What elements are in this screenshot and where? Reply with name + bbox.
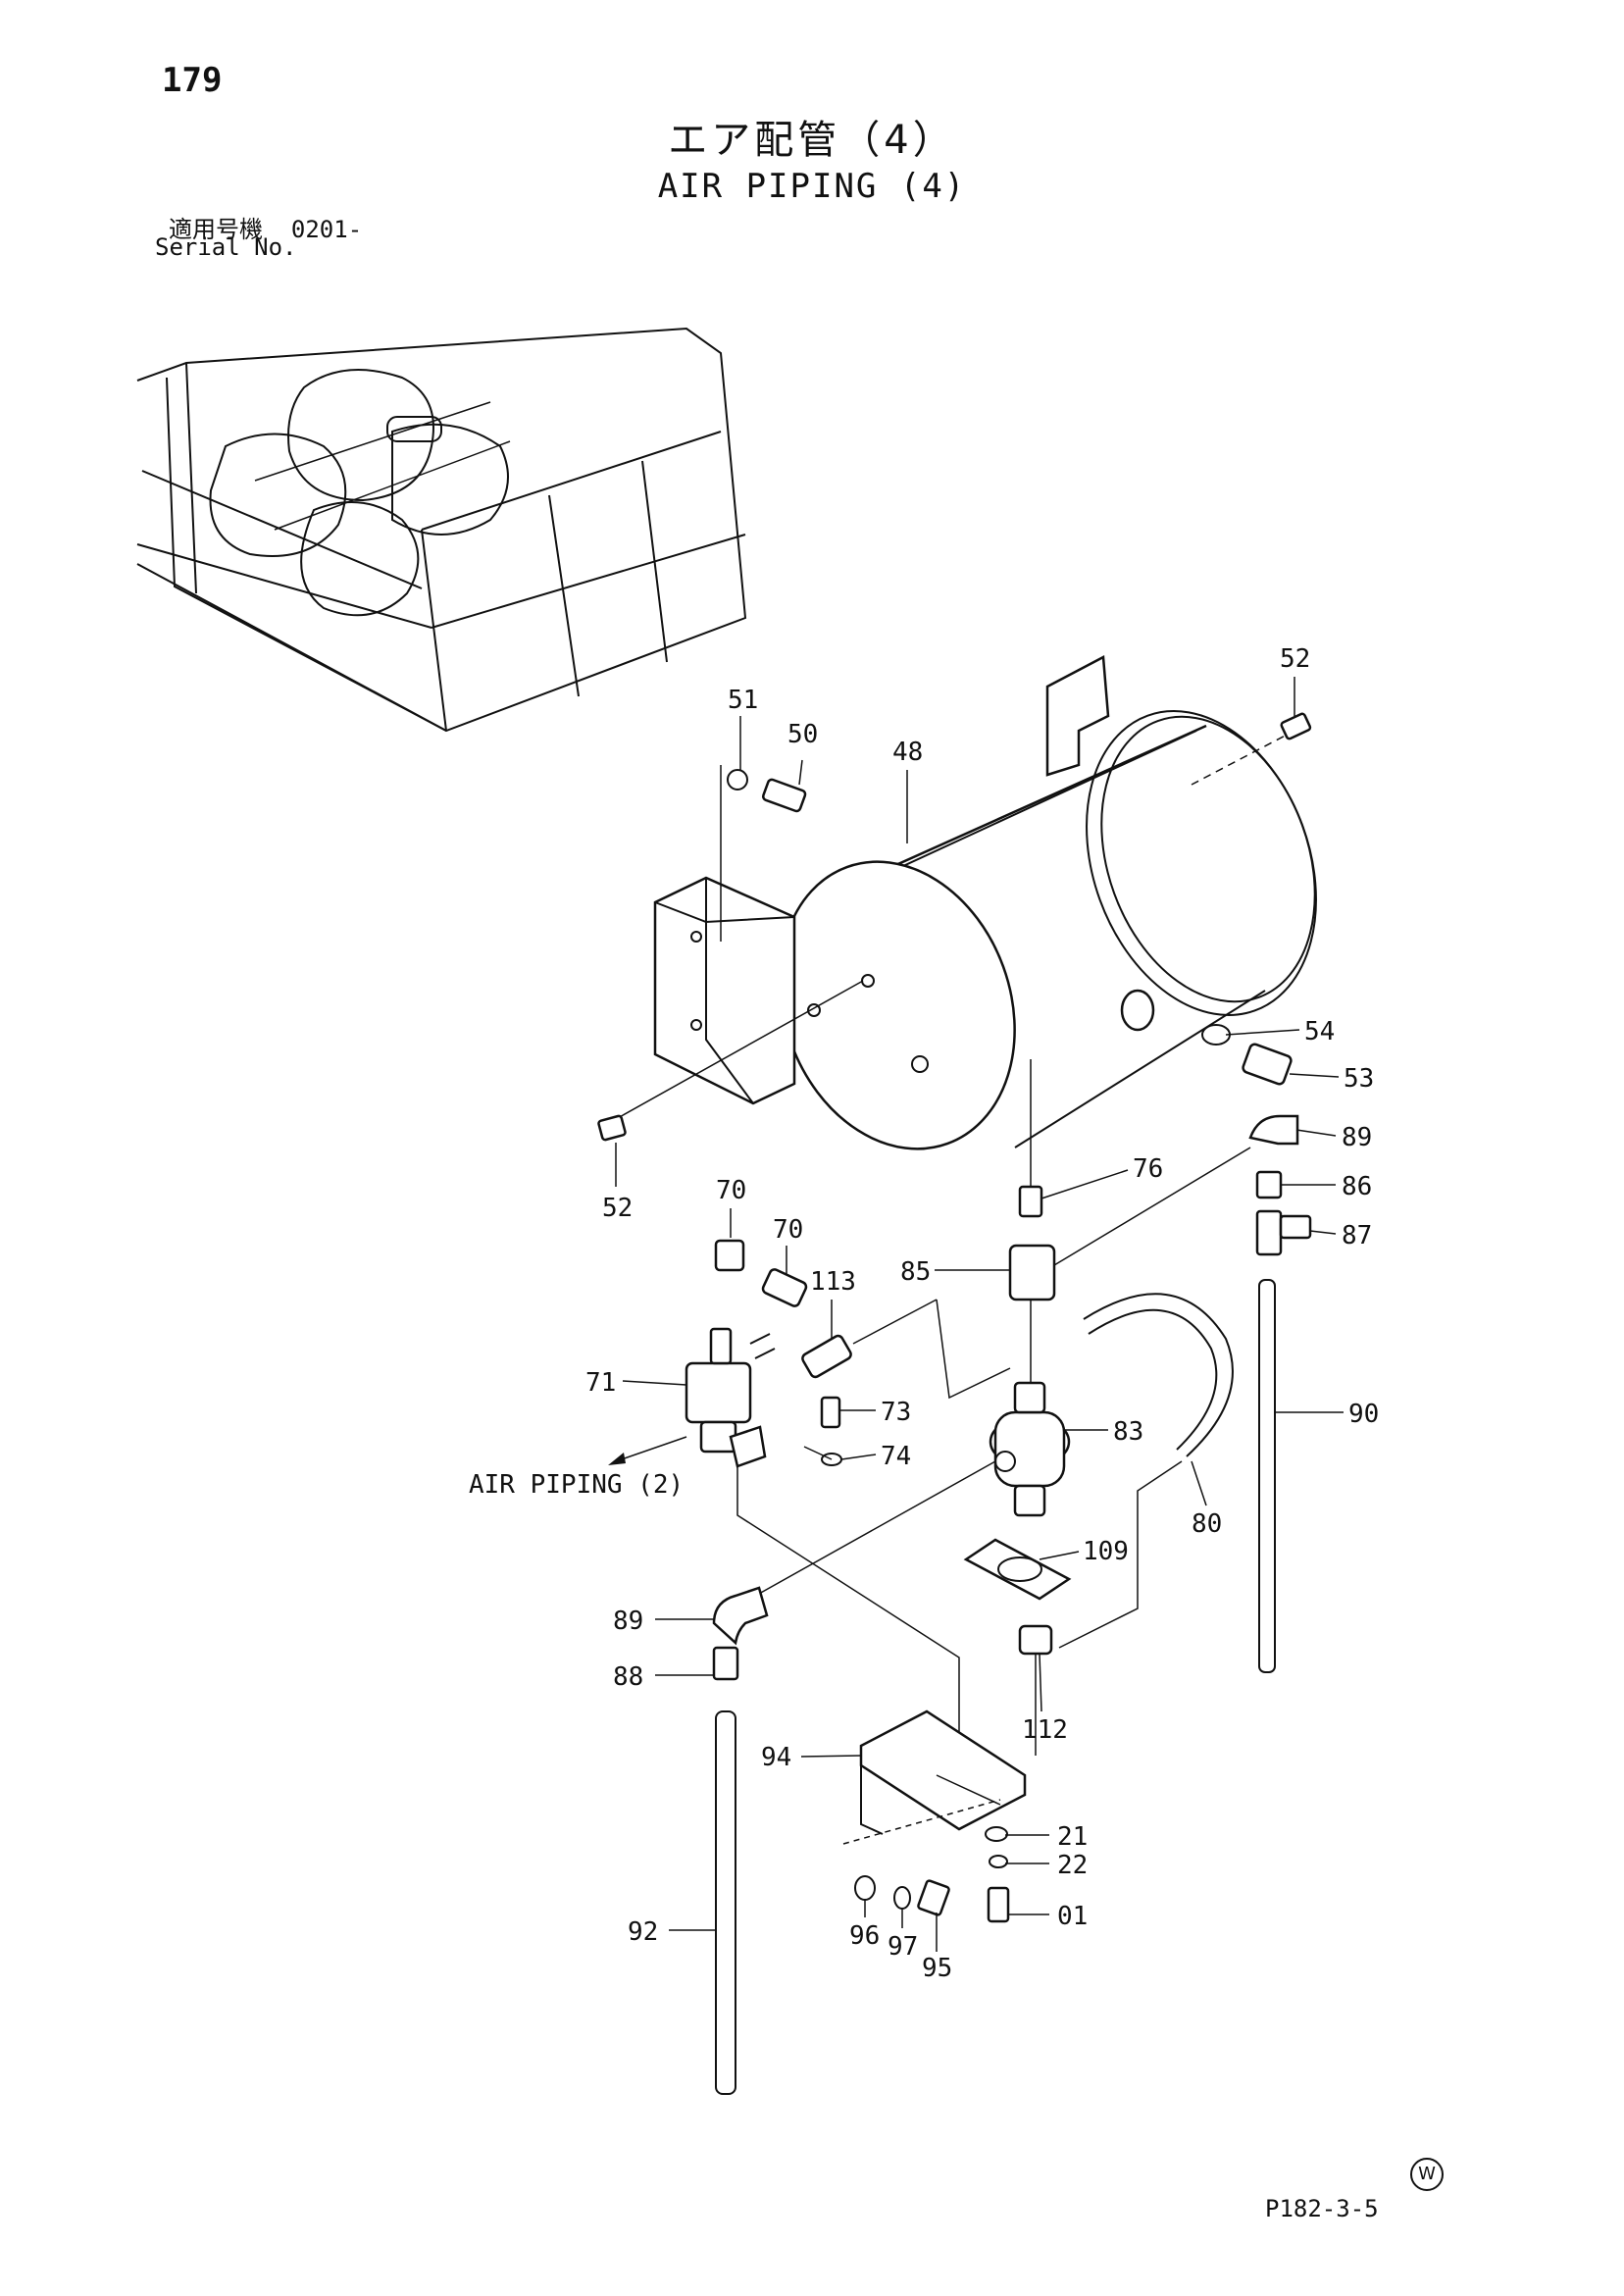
callout-01: 01 [1057,1902,1088,1931]
serial-label-en: Serial No. [155,233,297,261]
callout-48: 48 [892,738,923,767]
callout-22: 22 [1057,1851,1088,1880]
callout-86: 86 [1342,1172,1372,1201]
callout-97: 97 [888,1932,918,1962]
callout-70-b: 70 [773,1215,803,1245]
title-japanese: エア配管（4） [668,118,956,163]
serial-value: 0201- [290,216,363,243]
watermark-symbol: W [1410,2158,1444,2191]
callout-70-a: 70 [716,1176,746,1205]
leader-lines [615,677,1344,1952]
callout-51: 51 [728,686,758,715]
callout-53: 53 [1344,1064,1374,1094]
fittings [597,712,1312,2095]
callout-109: 109 [1083,1537,1129,1566]
callout-88: 88 [613,1662,643,1692]
callout-96: 96 [849,1921,880,1951]
page-number: 179 [162,61,223,100]
callout-87: 87 [1342,1221,1372,1250]
callout-90: 90 [1348,1400,1379,1429]
title-english: AIR PIPING (4) [657,167,967,206]
callout-112: 112 [1022,1715,1068,1745]
serial-label-jp: 適用号機 0201- [169,210,362,244]
callout-94: 94 [761,1743,791,1772]
callout-113: 113 [810,1267,856,1297]
callout-80: 80 [1192,1509,1222,1539]
callout-21: 21 [1057,1822,1088,1852]
callout-92: 92 [628,1917,658,1947]
callout-74: 74 [881,1442,911,1471]
callout-89-lower: 89 [613,1607,643,1636]
callout-52-upper: 52 [1280,644,1310,674]
callout-89-upper: 89 [1342,1123,1372,1152]
serial-label-jp-text: 適用号機 [169,216,263,243]
ref-air-piping-2: AIR PIPING (2) [469,1470,684,1500]
callout-85: 85 [900,1257,931,1287]
callout-71: 71 [585,1368,616,1398]
callout-95: 95 [922,1954,952,1983]
air-tank-48 [599,655,1317,1150]
callout-50: 50 [787,720,818,749]
callout-labels: 51 50 48 52 52 54 53 89 86 87 76 70 70 1… [469,644,1379,1983]
callout-76: 76 [1133,1154,1163,1184]
document-reference: P182-3-5 [1265,2195,1379,2222]
callout-73: 73 [881,1398,911,1427]
callout-52-lower: 52 [602,1194,633,1223]
machine-overview-inset [136,327,747,733]
callout-83: 83 [1113,1417,1143,1447]
callout-54: 54 [1304,1017,1335,1046]
